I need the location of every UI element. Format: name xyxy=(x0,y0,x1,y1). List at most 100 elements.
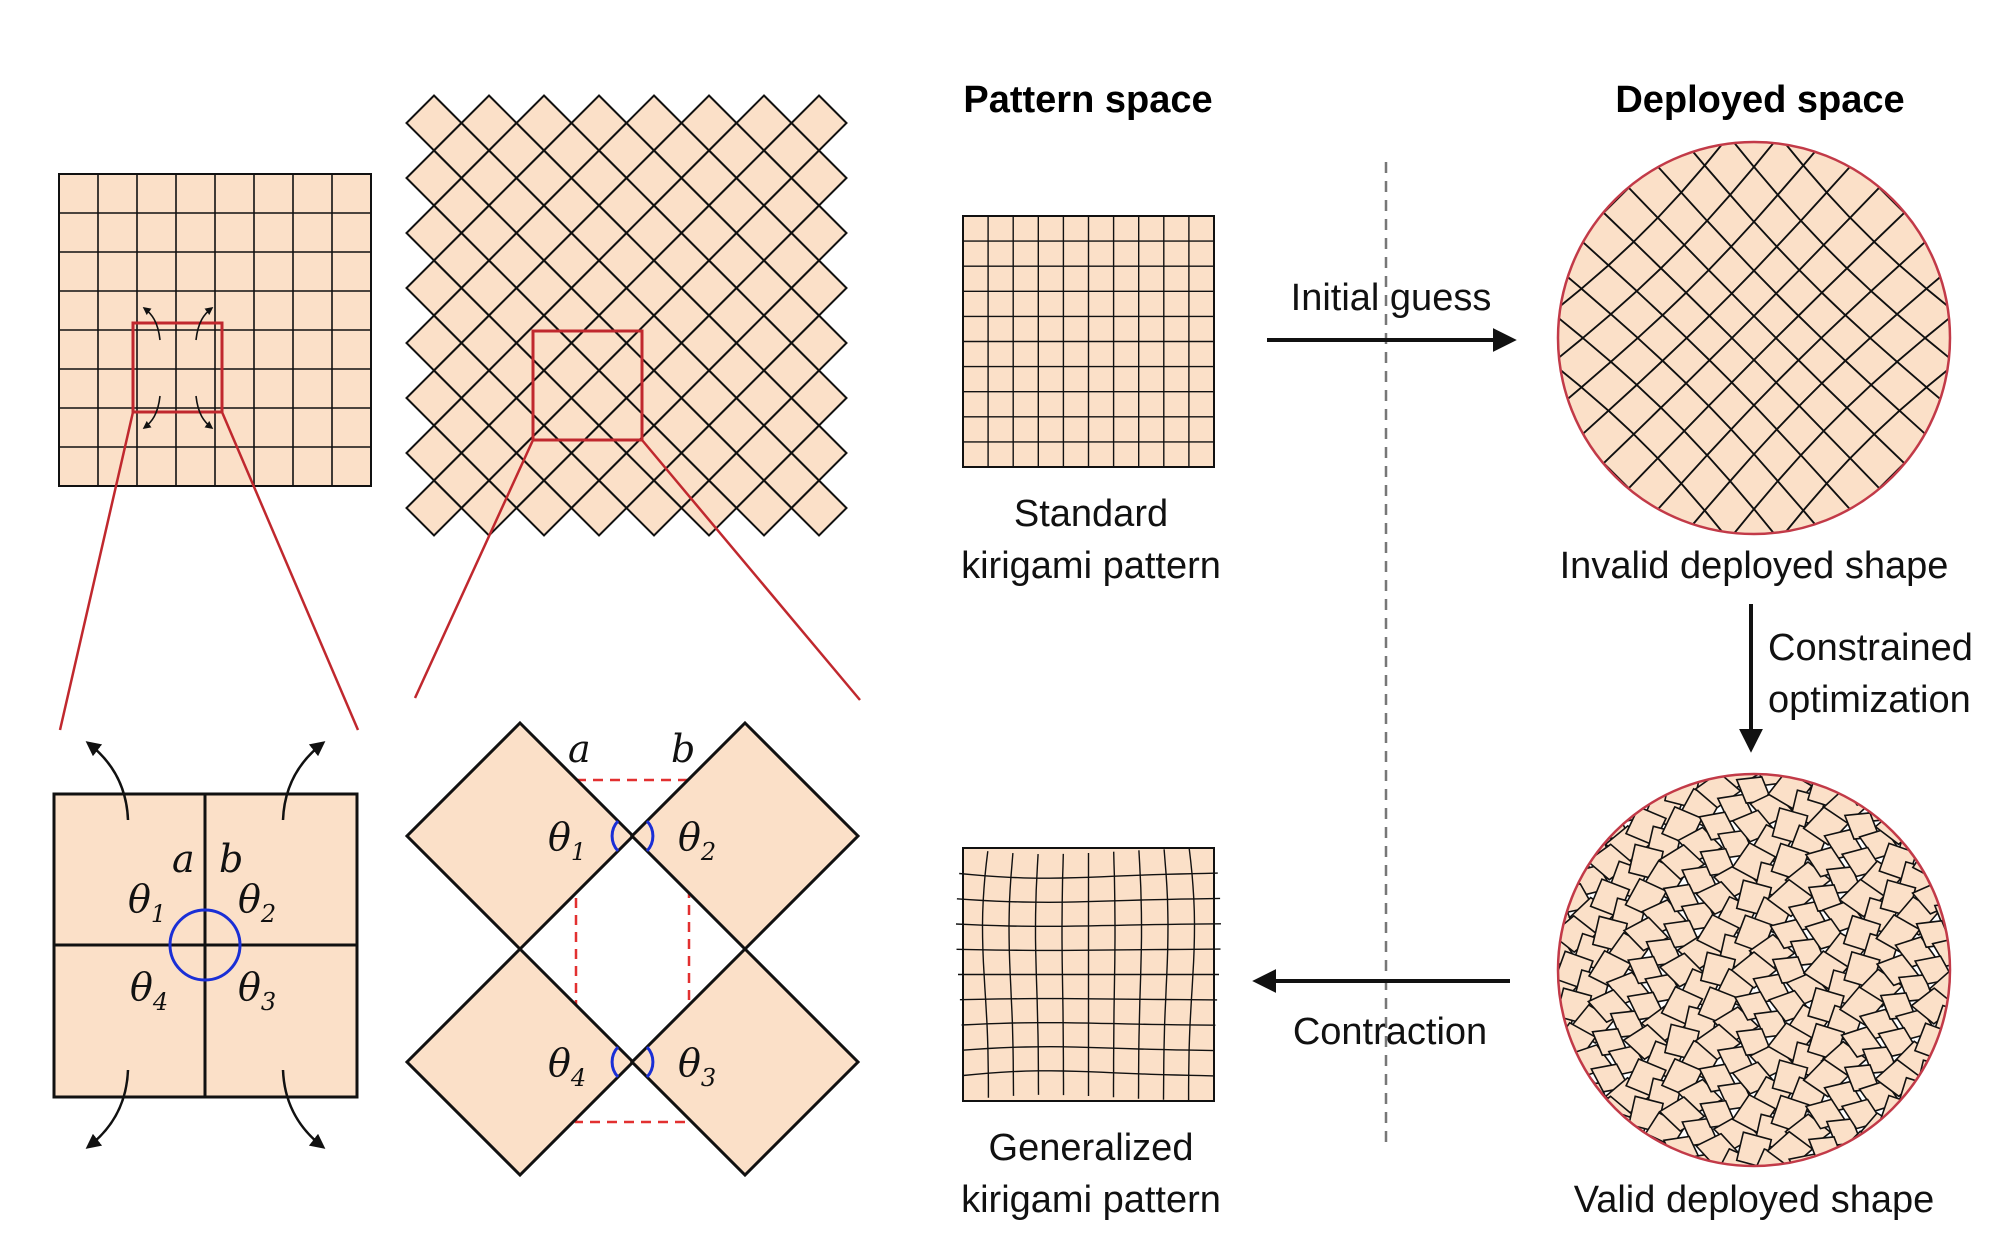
lattice-tile xyxy=(1548,589,1613,667)
lattice-tile xyxy=(1375,88,1460,159)
contraction-arrow: Contraction xyxy=(1252,969,1510,1053)
lattice-tile xyxy=(1929,1115,1950,1149)
lattice-tile xyxy=(1502,862,1539,899)
unit-cell-opened: a b θ1 θ2 θ4 θ3 xyxy=(404,720,861,1178)
lattice-tile xyxy=(1953,988,1987,1023)
lattice-tile xyxy=(1485,741,1519,767)
lattice-tile xyxy=(1984,1097,2003,1131)
lattice-tile xyxy=(1568,774,1616,793)
lattice-tile xyxy=(1558,143,1572,208)
lattice-tile xyxy=(1294,0,1391,39)
lattice-tile xyxy=(1952,849,1987,876)
lattice-tile xyxy=(1986,1203,2003,1241)
lattice-tile xyxy=(1808,736,1844,772)
lattice-tile xyxy=(1869,0,1933,56)
lattice-tile xyxy=(1460,505,1533,572)
lattice-tile xyxy=(1558,142,1598,182)
zoom-lines-left xyxy=(58,411,360,731)
lattice-tile xyxy=(1389,159,1472,223)
lattice-tile xyxy=(1534,1221,1578,1247)
lattice-tile xyxy=(1925,259,1950,314)
lattice-tile xyxy=(1482,775,1522,804)
grid-line xyxy=(1112,851,1116,1098)
lattice-tile xyxy=(1787,720,1830,751)
lattice-tile xyxy=(1988,311,2003,365)
lattice-tile xyxy=(1665,649,1725,737)
lattice-tile xyxy=(1628,705,1664,732)
lattice-tile xyxy=(1607,1225,1649,1247)
lattice-tile xyxy=(1521,1173,1555,1199)
theta2-right: θ2 xyxy=(678,815,716,866)
lattice-tile xyxy=(1574,1222,1609,1247)
lattice-tile xyxy=(1925,362,1950,417)
square-grid-pattern xyxy=(58,173,372,487)
lattice-tile xyxy=(1317,559,1411,637)
lattice-tile xyxy=(1971,718,2003,753)
lattice-tile xyxy=(1503,1227,1537,1247)
lattice-tile xyxy=(1424,0,1505,28)
lattice-tile xyxy=(1930,718,1975,755)
lattice-tile xyxy=(1645,722,1682,750)
lattice-tile xyxy=(1952,1136,1989,1163)
lattice-tile xyxy=(1499,1009,1541,1039)
standard-kirigami-pattern xyxy=(962,215,1215,468)
lattice-tile xyxy=(1753,722,1790,750)
lattice-tile xyxy=(1952,1101,1987,1128)
lattice-tile xyxy=(1591,775,1629,805)
lattice-tile xyxy=(1484,286,1553,339)
lattice-tile xyxy=(1988,28,2003,104)
lattice-tile xyxy=(735,479,793,537)
lattice-tile xyxy=(1558,468,1572,533)
lattice-tile xyxy=(1504,0,1575,44)
lattice-tile xyxy=(1516,736,1561,773)
lattice-tile xyxy=(1589,699,1631,737)
lattice-tile xyxy=(1874,1058,1922,1098)
lattice-tile xyxy=(1766,1130,1814,1166)
lattice-tile xyxy=(1787,1224,1830,1247)
lattice-tile xyxy=(1783,0,1843,27)
lattice-tile xyxy=(1894,774,1938,788)
lattice-tile xyxy=(1498,1041,1542,1079)
grid-line xyxy=(963,1070,1214,1077)
lattice-tile xyxy=(1485,993,1519,1019)
lattice-tile xyxy=(1660,774,1704,775)
lattice-tile xyxy=(1534,717,1578,755)
lattice-tile xyxy=(1355,588,1443,669)
lattice-tile xyxy=(1956,338,2003,391)
lattice-tile xyxy=(1558,774,1597,811)
lattice-tile xyxy=(1629,694,1693,790)
lattice-tile xyxy=(1911,1133,1950,1166)
lattice-tile xyxy=(1915,807,1950,845)
grid-line xyxy=(962,1045,1215,1052)
deployed-space-header: Deployed space xyxy=(1615,79,1904,121)
initial-guess-label: Initial guess xyxy=(1291,277,1492,319)
lattice-tile xyxy=(1499,757,1540,787)
zoom-lines-middle xyxy=(413,439,861,701)
invalid-caption: Invalid deployed shape xyxy=(1560,545,1949,587)
lattice-tile xyxy=(1680,717,1720,755)
lattice-tile xyxy=(1426,479,1504,544)
lattice-tile xyxy=(1923,311,1950,365)
lattice-tile xyxy=(1558,881,1561,915)
lattice-tile xyxy=(1929,1075,1950,1117)
theta4-right: θ4 xyxy=(548,1041,586,1092)
lattice-tile xyxy=(1331,668,1423,760)
lattice-tile xyxy=(1906,0,1975,10)
label-a-left: a xyxy=(172,837,195,881)
valid-caption: Valid deployed shape xyxy=(1574,1179,1935,1221)
lattice-tile xyxy=(1645,1226,1683,1247)
lattice-tile xyxy=(1971,831,2003,857)
lattice-tile xyxy=(1946,142,1950,146)
generalized-caption-line1: Generalized xyxy=(989,1127,1194,1169)
generalized-caption-line2: kirigami pattern xyxy=(961,1179,1221,1221)
lattice-tile xyxy=(1482,1207,1522,1236)
lattice-tile xyxy=(1881,741,1915,767)
lattice-tile xyxy=(1766,878,1814,918)
lattice-tile xyxy=(1558,774,1576,792)
lattice-tile xyxy=(1518,704,1557,733)
lattice-tile xyxy=(1948,774,1950,811)
initial-guess-arrow: Initial guess xyxy=(1267,277,1517,352)
lattice-tile xyxy=(1754,0,1811,68)
lattice-tile xyxy=(1911,1093,1950,1135)
